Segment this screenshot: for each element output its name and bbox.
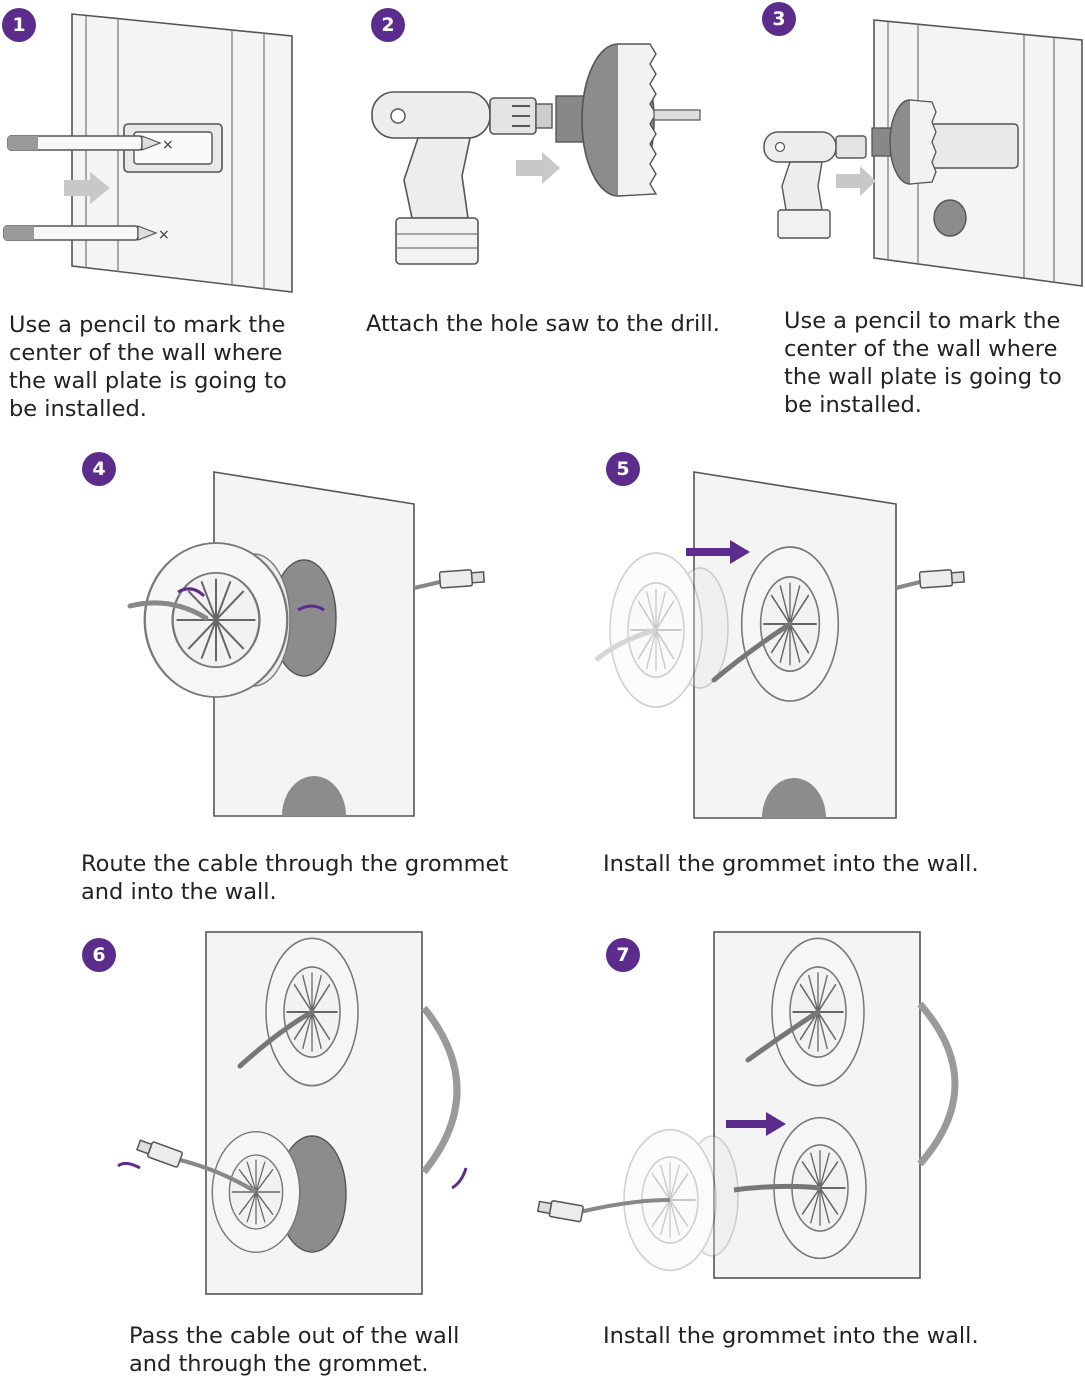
svg-text:×: × <box>158 227 170 243</box>
step-5-badge: 5 <box>606 452 640 486</box>
step-6-illustration <box>117 931 468 1295</box>
step-5-illustration <box>594 471 966 819</box>
svg-text:×: × <box>162 137 174 153</box>
step-4-caption: Route the cable through the grommet and … <box>81 851 509 905</box>
step-3-badge: 3 <box>762 2 796 36</box>
step-1-illustration: × × <box>3 13 293 293</box>
step-4-badge: 4 <box>82 452 116 486</box>
step-5-caption: Install the grommet into the wall. <box>603 851 979 877</box>
step-7-caption: Install the grommet into the wall. <box>603 1323 979 1349</box>
step-7-illustration <box>536 931 959 1279</box>
step-1-caption: Use a pencil to mark the center of the w… <box>9 312 287 422</box>
step-2-caption: Attach the hole saw to the drill. <box>366 311 720 337</box>
step-2-illustration <box>371 43 701 265</box>
step-3-illustration <box>763 19 1083 287</box>
step-2-badge: 2 <box>371 8 405 42</box>
step-7-badge: 7 <box>606 938 640 972</box>
step-1-badge: 1 <box>2 8 36 42</box>
step-3-caption: Use a pencil to mark the center of the w… <box>784 308 1062 418</box>
step-6-badge: 6 <box>82 938 116 972</box>
step-4-illustration <box>127 471 486 817</box>
step-6-caption: Pass the cable out of the wall and throu… <box>129 1323 460 1377</box>
